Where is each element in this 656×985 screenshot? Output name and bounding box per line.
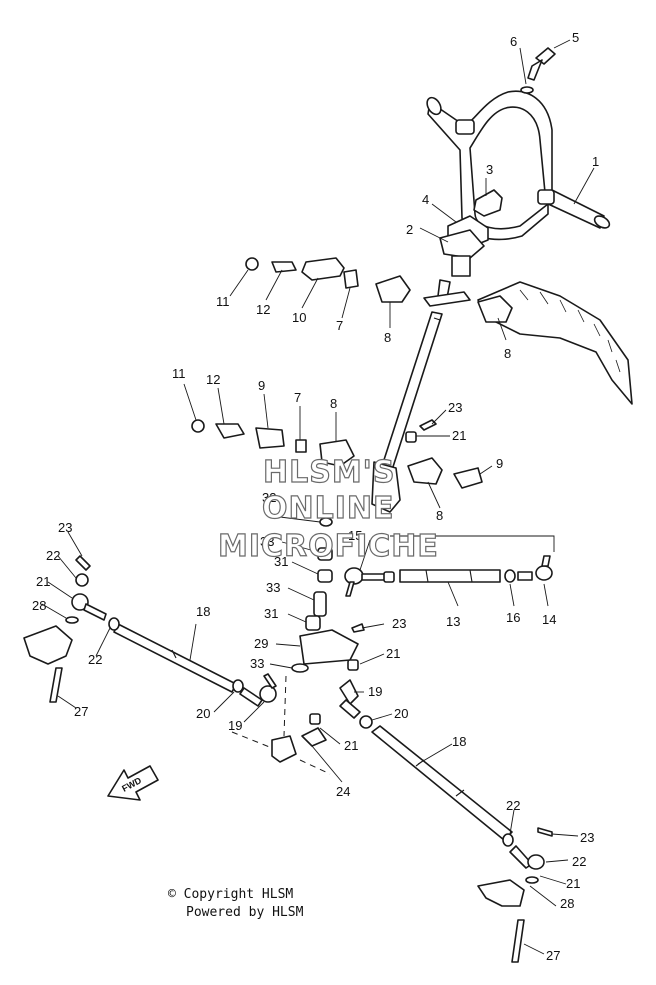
- steering-column: [371, 279, 471, 513]
- callout-11a: 11: [216, 294, 230, 309]
- callout-22b: 22: [88, 652, 102, 667]
- callout-8a: 8: [384, 330, 391, 345]
- callout-19a: 19: [368, 684, 382, 699]
- callout-5: 5: [572, 30, 579, 45]
- upper-linkage: [245, 257, 411, 303]
- callout-12a: 12: [256, 302, 270, 317]
- watermark-line-2: ONLINE: [262, 491, 395, 526]
- callout-28b: 28: [32, 598, 46, 613]
- callout-27a: 27: [546, 948, 560, 963]
- callout-21a: 20: [394, 706, 408, 721]
- callout-23b: 21: [386, 646, 400, 661]
- callout-22a: 22: [506, 798, 520, 813]
- fwd-arrow: FWD: [107, 765, 159, 801]
- callout-9b: 9: [496, 456, 503, 471]
- callout-29: 29: [254, 636, 268, 651]
- callout-13: 13: [446, 614, 460, 629]
- callout-3: 3: [486, 162, 493, 177]
- callout-6: 6: [510, 34, 517, 49]
- callout-16: 16: [506, 610, 520, 625]
- lower-linkage: [191, 419, 355, 467]
- callout-8d: 8: [436, 508, 443, 523]
- leader-lines: [41, 39, 595, 955]
- callout-25a: 23: [448, 400, 462, 415]
- callout-18a: 18: [452, 734, 466, 749]
- copyright-block: © Copyright HLSM Powered by HLSM: [168, 887, 304, 920]
- callout-19b: 19: [228, 718, 242, 733]
- callout-18b: 18: [196, 604, 210, 619]
- callout-23a: 21: [452, 428, 466, 443]
- powered-by-line: Powered by HLSM: [186, 905, 304, 920]
- callout-10: 10: [292, 310, 306, 325]
- callout-30a: 31: [274, 554, 288, 569]
- callout-20b: 21: [36, 574, 50, 589]
- lower-tie-rod-right: [339, 679, 553, 963]
- callout-8c: 8: [330, 396, 337, 411]
- copyright-line: © Copyright HLSM: [168, 887, 293, 902]
- callout-33: 33: [266, 580, 280, 595]
- callout-27b: 27: [74, 704, 88, 719]
- callout-30b: 31: [264, 606, 278, 621]
- center-pivot-stack: [291, 517, 365, 673]
- frame-section: [477, 281, 633, 405]
- callout-25c: 23: [580, 830, 594, 845]
- callout-26: 24: [336, 784, 350, 799]
- lower-tie-rod-left: [23, 555, 277, 707]
- callout-25b: 23: [392, 616, 406, 631]
- watermark-line-1: HLSM'S: [263, 455, 395, 490]
- callout-32a: 33: [260, 534, 274, 549]
- callout-4: 4: [422, 192, 429, 207]
- callout-8b: 8: [504, 346, 511, 361]
- callout-7b: 7: [294, 390, 301, 405]
- callout-12b: 12: [206, 372, 220, 387]
- center-tie-rod: [344, 555, 553, 597]
- watermark: HLSM'S ONLINE MICROFICHE: [217, 454, 439, 564]
- callout-15: 15: [348, 528, 362, 543]
- callout-14: 14: [542, 612, 556, 627]
- callout-labels: 1 2 3 4 5 6 7 8 8 10 11 12 11 12 9 7 8 2…: [32, 30, 599, 963]
- callout-23c: 21: [344, 738, 358, 753]
- callout-7a: 7: [336, 318, 343, 333]
- callout-32b: 33: [250, 656, 264, 671]
- callout-2: 2: [406, 222, 413, 237]
- callout-25d: 23: [58, 520, 72, 535]
- handlebar-assembly: [426, 47, 611, 277]
- callout-28a: 28: [560, 896, 574, 911]
- callout-1: 1: [592, 154, 599, 169]
- pivot-bracket: [231, 675, 331, 775]
- callout-20a: 21: [566, 876, 580, 891]
- right-linkage: [405, 419, 483, 489]
- callout-31: 32: [262, 490, 276, 505]
- callout-21b: 20: [196, 706, 210, 721]
- callout-24a: 22: [572, 854, 586, 869]
- callout-11b: 11: [172, 366, 186, 381]
- callout-24b: 22: [46, 548, 60, 563]
- watermark-line-3: MICROFICHE: [218, 529, 439, 564]
- callout-9a: 9: [258, 378, 265, 393]
